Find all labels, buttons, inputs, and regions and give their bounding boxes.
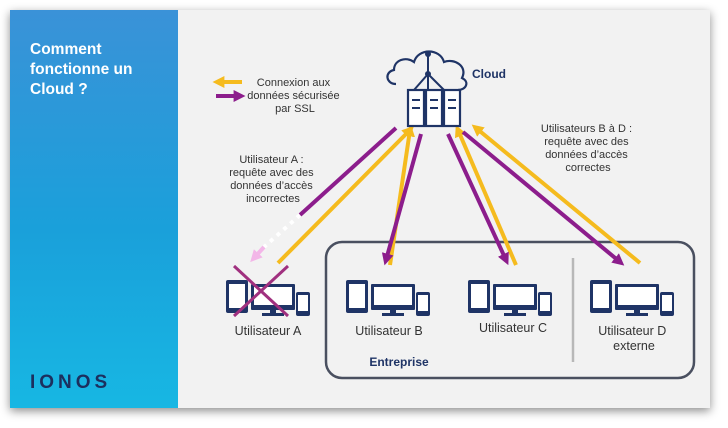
cloud-label: Cloud: [472, 67, 506, 81]
slide-title: Comment fonctionne un Cloud ?: [30, 40, 170, 100]
slide-title-line: Cloud ?: [30, 81, 88, 98]
annotation-line: requête avec des: [229, 167, 314, 179]
cloud-diagram: Connexion aux données sécurisée par SSL: [212, 50, 696, 380]
response-arrow-user-a: [298, 126, 398, 217]
devices-user-c: [468, 280, 552, 316]
legend-line: par SSL: [275, 103, 315, 115]
ionos-logo: IONOS: [30, 372, 112, 393]
enterprise-box: [324, 240, 696, 380]
slide-title-line: fonctionne un: [30, 61, 133, 78]
cloud-server-icon: [386, 50, 468, 128]
request-arrow-user-d: [471, 124, 642, 265]
rejected-response-arrow: [250, 245, 266, 263]
legend-line: données sécurisée: [247, 90, 339, 102]
access-denied-cross-icon: [232, 264, 290, 318]
user-d-label: Utilisateur D externe: [598, 324, 670, 353]
blocked-segment: [262, 213, 302, 249]
sidebar: Comment fonctionne un Cloud ? IONOS: [10, 10, 178, 408]
annotation-line: requête avec des: [544, 136, 629, 148]
user-d-label-line: externe: [613, 339, 655, 353]
annotation-user-a: Utilisateur A : requête avec des données…: [229, 154, 316, 205]
enterprise-label: Entreprise: [369, 355, 429, 369]
legend-text: Connexion aux données sécurisée par SSL: [247, 77, 342, 115]
user-b-label: Utilisateur B: [355, 324, 422, 338]
response-arrow-user-d: [461, 130, 625, 266]
request-arrow-user-a: [276, 126, 414, 265]
annotation-users-b-d: Utilisateurs B à D : requête avec des do…: [541, 123, 635, 174]
response-arrow-user-c: [446, 133, 509, 266]
annotation-line: incorrectes: [246, 193, 300, 205]
user-a-label: Utilisateur A: [235, 324, 302, 338]
diagram-area: Connexion aux données sécurisée par SSL: [178, 10, 710, 408]
request-arrow-user-b: [388, 124, 415, 266]
devices-user-d: [590, 280, 674, 316]
request-arrow-user-c: [455, 124, 518, 266]
slide-title-line: Comment: [30, 41, 102, 58]
legend-line: Connexion aux: [257, 77, 331, 89]
response-arrow-user-b: [381, 133, 423, 266]
user-d-label-line: Utilisateur D: [598, 324, 666, 338]
annotation-line: données d’accès: [545, 149, 628, 161]
slide: Comment fonctionne un Cloud ? IONOS: [10, 10, 710, 408]
annotation-line: correctes: [565, 162, 611, 174]
annotation-line: données d’accès: [230, 180, 313, 192]
annotation-line: Utilisateur A :: [239, 154, 303, 166]
annotation-line: Utilisateurs B à D :: [541, 123, 632, 135]
devices-user-b: [346, 280, 430, 316]
user-c-label: Utilisateur C: [479, 321, 547, 335]
